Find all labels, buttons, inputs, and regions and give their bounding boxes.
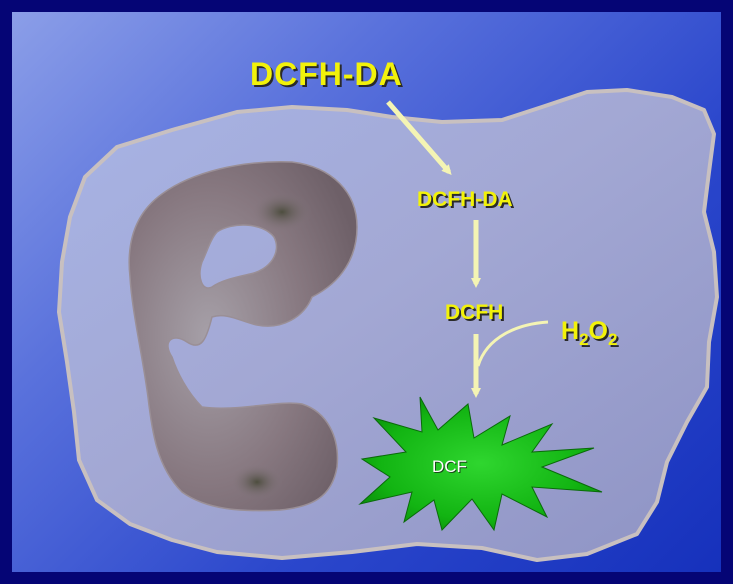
h2o2-element-o: O [589, 317, 608, 345]
h2o2-subscript-1: 2 [579, 330, 588, 349]
dcfh-da-intracellular-label: DCFH-DA [417, 188, 513, 212]
h2o2-label: H2O2 [561, 317, 617, 350]
nucleus-shadow-lower [231, 464, 283, 500]
h2o2-subscript-2: 2 [608, 330, 617, 349]
h2o2-element-h: H [561, 317, 579, 345]
dcfh-da-extracellular-label: DCFH-DA [250, 56, 403, 93]
cell-diagram [12, 12, 721, 572]
dcf-label: DCF [432, 457, 467, 477]
diagram-canvas: DCFH-DA DCFH-DA DCFH H2O2 DCF [12, 12, 721, 572]
nucleus-shadow-upper [252, 192, 312, 232]
dcfh-label: DCFH [445, 301, 503, 325]
